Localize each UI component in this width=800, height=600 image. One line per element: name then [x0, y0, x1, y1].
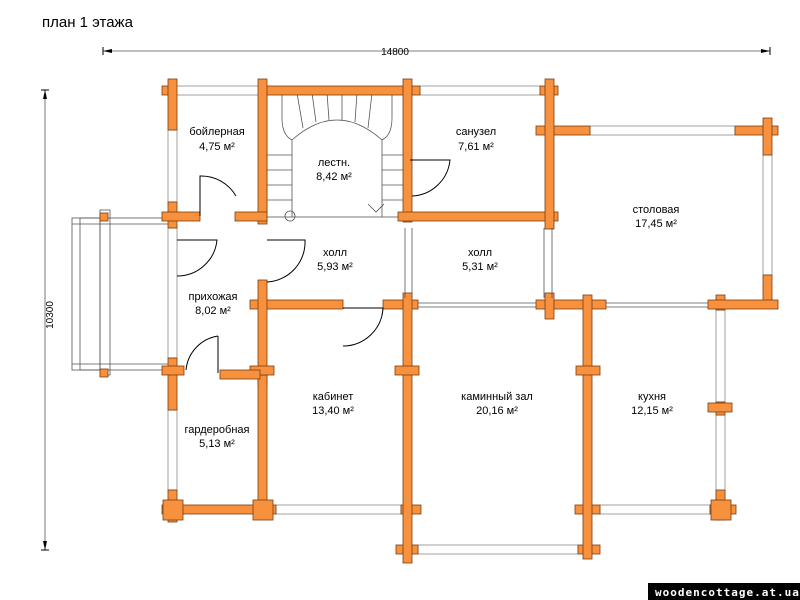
window: [599, 504, 711, 515]
height-dimension: 10300: [41, 89, 56, 551]
room-name: санузел: [456, 126, 496, 138]
plan-title: план 1 этажа: [42, 14, 134, 31]
window: [171, 85, 263, 96]
window: [419, 85, 541, 96]
width-label: 14800: [381, 47, 409, 58]
doors: [176, 159, 708, 373]
room-name: каминный зал: [461, 391, 533, 403]
room-area: 7,61 м²: [458, 141, 494, 153]
room-area: 8,02 м²: [195, 305, 231, 317]
room-name: кабинет: [313, 391, 353, 403]
room-area: 13,40 м²: [312, 405, 354, 417]
room-labels: бойлерная 4,75 м² лестн. 8,42 м² санузел…: [185, 126, 680, 450]
porch: [71, 209, 173, 378]
height-label: 10300: [45, 301, 56, 329]
window: [167, 129, 178, 203]
watermark: woodencottage.at.ua: [648, 583, 800, 600]
walls: [161, 78, 779, 564]
room-name: кухня: [638, 391, 666, 403]
width-dimension: 14800: [102, 47, 771, 58]
room-area: 4,75 м²: [199, 141, 235, 153]
window: [275, 504, 402, 515]
room-name: гардеробная: [185, 424, 250, 436]
room-area: 5,93 м²: [317, 261, 353, 273]
room-area: 5,31 м²: [462, 261, 498, 273]
room-area: 8,42 м²: [316, 171, 352, 183]
room-name: лестн.: [318, 157, 350, 169]
room-name: столовая: [633, 204, 680, 216]
room-name: прихожая: [188, 291, 237, 303]
window: [167, 409, 178, 491]
room-area: 20,16 м²: [476, 405, 518, 417]
room-name: холл: [323, 247, 347, 259]
room-name: холл: [468, 247, 492, 259]
room-area: 17,45 м²: [635, 218, 677, 230]
room-name: бойлерная: [189, 126, 244, 138]
room-area: 12,15 м²: [631, 405, 673, 417]
window: [762, 154, 773, 276]
window: [715, 309, 726, 403]
room-area: 5,13 м²: [199, 438, 235, 450]
watermark-text: woodencottage.at.ua: [655, 586, 800, 599]
window: [167, 227, 178, 359]
window: [589, 125, 736, 136]
window: [417, 544, 579, 555]
